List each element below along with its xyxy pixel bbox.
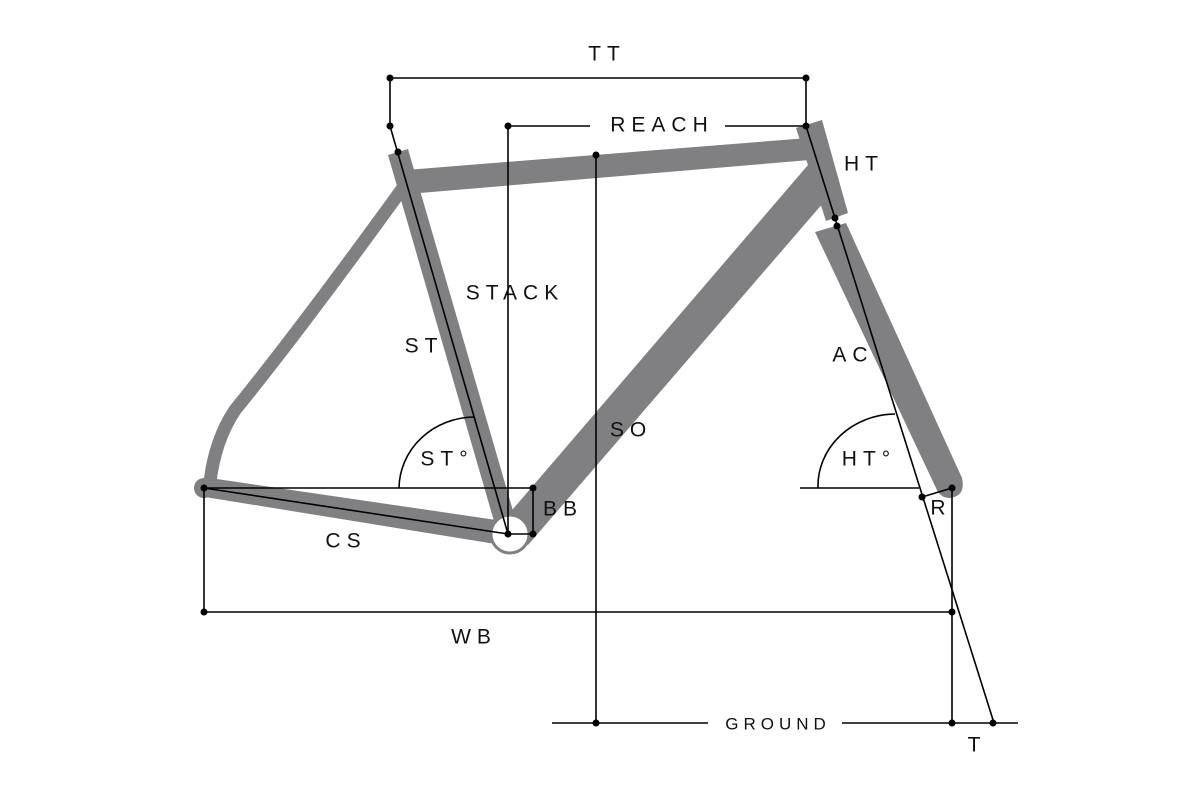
point xyxy=(592,719,600,727)
point xyxy=(989,719,997,727)
label-cs: CS xyxy=(325,530,366,553)
label-wb: WB xyxy=(451,626,497,649)
label-so: SO xyxy=(610,419,652,442)
point xyxy=(592,151,600,159)
label-st: ST xyxy=(405,335,444,358)
point xyxy=(802,74,810,82)
label-ground: GROUND xyxy=(725,714,831,733)
label-bb: BB xyxy=(543,498,583,521)
point xyxy=(200,608,208,616)
point xyxy=(948,719,956,727)
st-angle-arc xyxy=(398,416,475,489)
point xyxy=(802,122,810,130)
label-st-angle: ST° xyxy=(420,448,473,471)
point xyxy=(529,530,537,538)
point xyxy=(504,122,512,130)
head-tube xyxy=(796,120,848,221)
top-tube xyxy=(406,138,810,194)
bike-frame xyxy=(194,120,963,555)
labels: TT REACH HT STACK ST SO AC ST° HT° BB CS… xyxy=(325,43,987,757)
label-ac: AC xyxy=(832,344,873,367)
point xyxy=(504,530,512,538)
down-tube xyxy=(495,165,830,545)
ht-angle-arc xyxy=(817,413,896,489)
label-r: R xyxy=(930,497,951,520)
point xyxy=(386,122,394,130)
measurement-points xyxy=(200,74,997,727)
point xyxy=(918,493,926,501)
point xyxy=(948,608,956,616)
chain-stay xyxy=(200,478,510,546)
point xyxy=(833,222,841,230)
fork xyxy=(815,223,963,498)
point xyxy=(831,214,839,222)
point xyxy=(948,484,956,492)
label-stack: STACK xyxy=(466,282,564,305)
label-tt: TT xyxy=(588,43,626,66)
label-t: T xyxy=(968,734,987,757)
seat-stay xyxy=(203,178,412,489)
rake-line xyxy=(921,487,953,498)
point xyxy=(386,74,394,82)
st-line xyxy=(389,125,509,535)
cs-line xyxy=(203,487,509,535)
measurement-lines xyxy=(203,77,1018,724)
point xyxy=(200,484,208,492)
point xyxy=(394,148,402,156)
point xyxy=(529,484,537,492)
label-ht: HT xyxy=(844,153,884,176)
label-ht-angle: HT° xyxy=(842,448,896,471)
label-reach: REACH xyxy=(610,114,714,137)
